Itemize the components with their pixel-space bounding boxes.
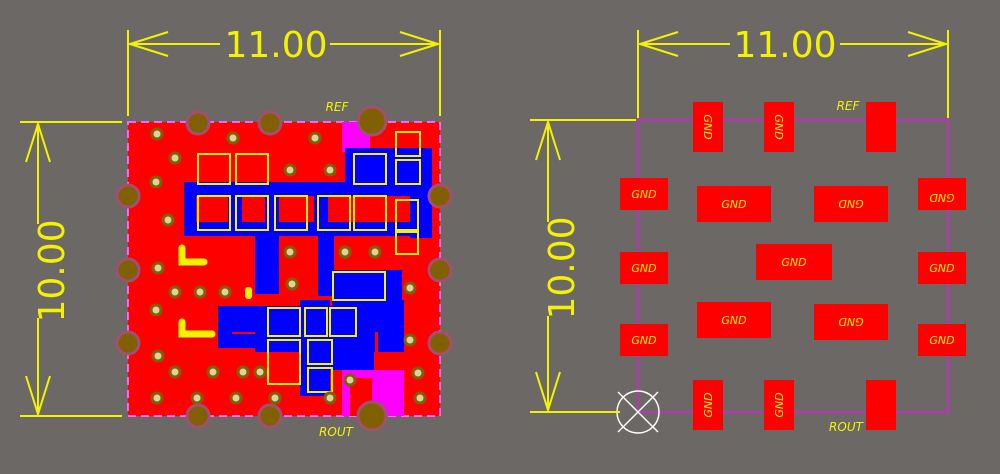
gnd-labels: GND GND GND GND GND GND GND GND GND GND … [631, 114, 954, 417]
left-height-dimension: 10.00 [32, 219, 73, 322]
gnd-label: GND [631, 188, 656, 201]
pin1-marker-bottom [178, 318, 216, 338]
right-width-dimension: 11.00 [733, 25, 836, 66]
gnd-label: GND [838, 315, 863, 328]
edge-vias [115, 105, 453, 432]
small-vias [149, 127, 427, 405]
gnd-label: GND [631, 334, 656, 347]
pin1-marker-top [178, 244, 208, 266]
right-dimension-lines [530, 30, 950, 414]
left-pcb-view: REF ROUT 11.00 10.00 [20, 25, 453, 439]
gnd-label: GND [721, 314, 746, 327]
gnd-label: GND [929, 191, 954, 204]
left-width-dimension: 11.00 [224, 25, 327, 66]
gnd-label: GND [721, 198, 746, 211]
gnd-label: GND [929, 262, 954, 275]
right-footprint-view: GND GND GND GND GND GND GND GND GND GND … [530, 25, 966, 434]
label-rout: ROUT [319, 425, 355, 439]
silkscreen-outlines [197, 131, 421, 393]
gnd-label: GND [838, 197, 863, 210]
gnd-label: GND [929, 334, 954, 347]
left-dimension-lines [20, 30, 442, 418]
polarity-dot [245, 287, 252, 299]
gnd-label: GND [781, 256, 806, 269]
right-height-dimension: 10.00 [542, 216, 583, 319]
gnd-label: GND [702, 392, 715, 417]
label-rout: ROUT [829, 420, 865, 434]
label-ref: REF [326, 100, 350, 114]
gnd-label: GND [631, 262, 656, 275]
label-ref: REF [837, 99, 861, 113]
gnd-label: GND [773, 392, 786, 417]
gnd-label: GND [701, 114, 714, 139]
footprint-pads [620, 102, 966, 430]
gnd-label: GND [772, 114, 785, 139]
